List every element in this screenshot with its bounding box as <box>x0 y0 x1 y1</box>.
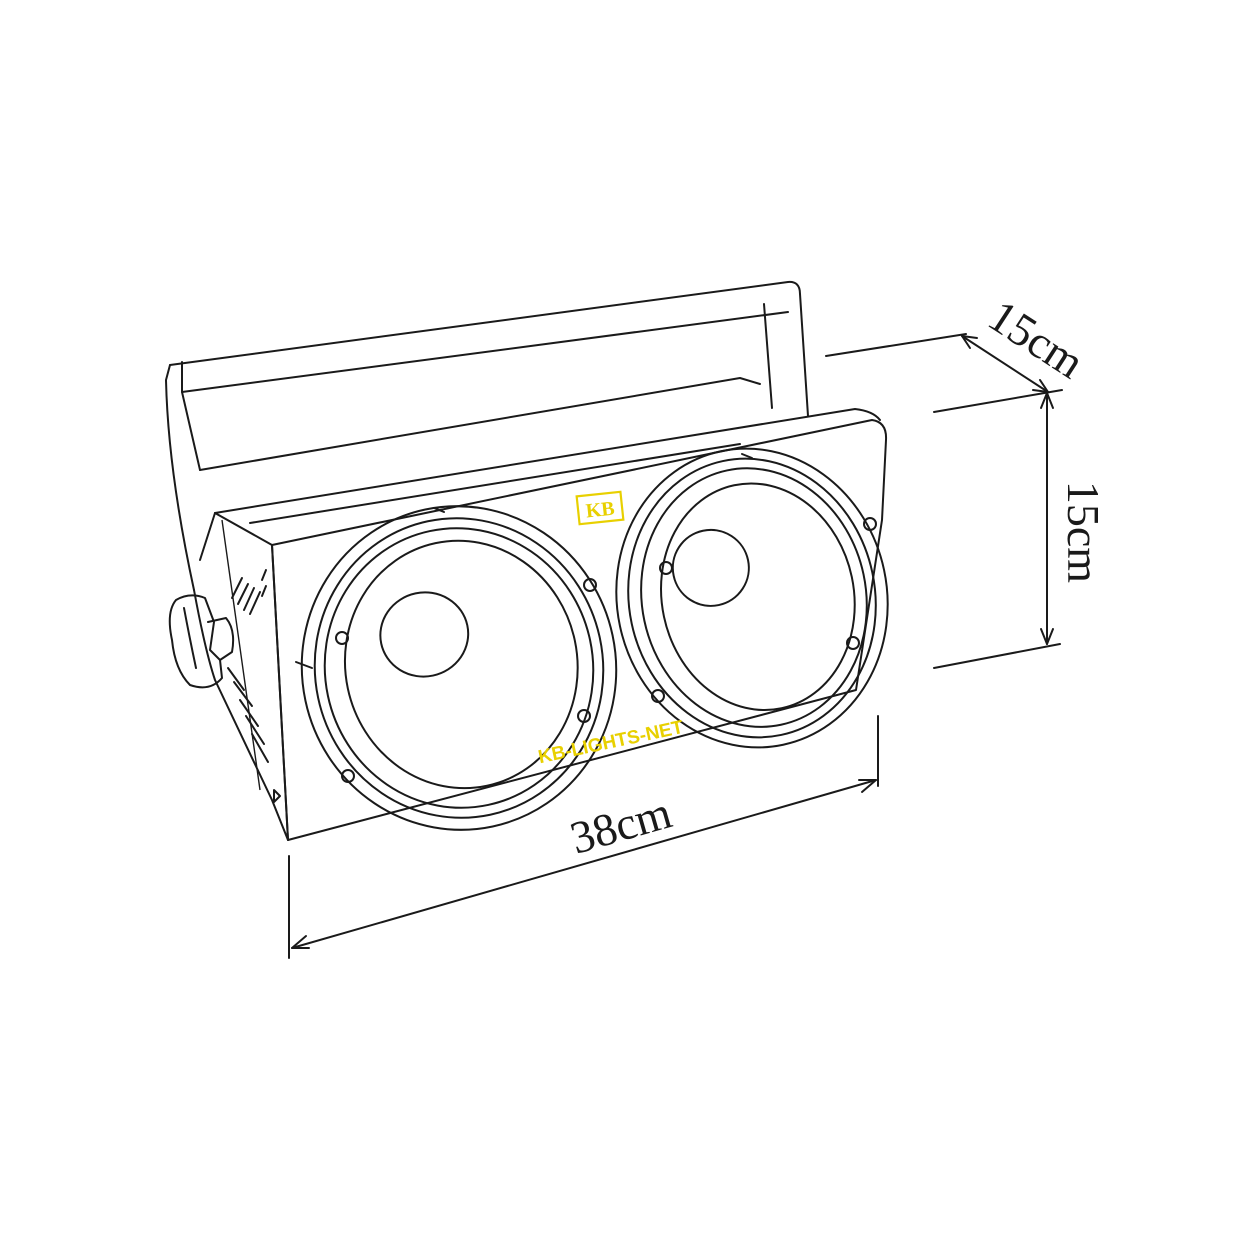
housing-side <box>193 512 289 841</box>
depth-dimension: 15cm <box>825 290 1094 393</box>
vent-slots <box>227 569 269 763</box>
brand-logo-text: KB <box>585 498 616 523</box>
mounting-bracket <box>165 280 809 591</box>
left-lens-screws <box>335 578 597 783</box>
right-lens-screws <box>651 517 877 703</box>
right-lens <box>615 447 889 749</box>
tilt-knob <box>168 594 235 689</box>
width-label: 38cm <box>565 786 678 863</box>
height-dimension: 15cm <box>933 389 1109 669</box>
height-label: 15cm <box>1058 481 1109 583</box>
left-lens-edge-top <box>433 507 445 513</box>
housing-top <box>199 377 881 546</box>
depth-label: 15cm <box>980 290 1094 389</box>
housing-front <box>271 419 888 841</box>
left-lens <box>300 505 618 831</box>
right-lens-edge-top <box>741 453 753 459</box>
left-lens-edge <box>295 661 313 669</box>
brand-logo: KB <box>575 490 625 526</box>
watermark-text: KB-LIGHTS-NET <box>536 717 685 768</box>
